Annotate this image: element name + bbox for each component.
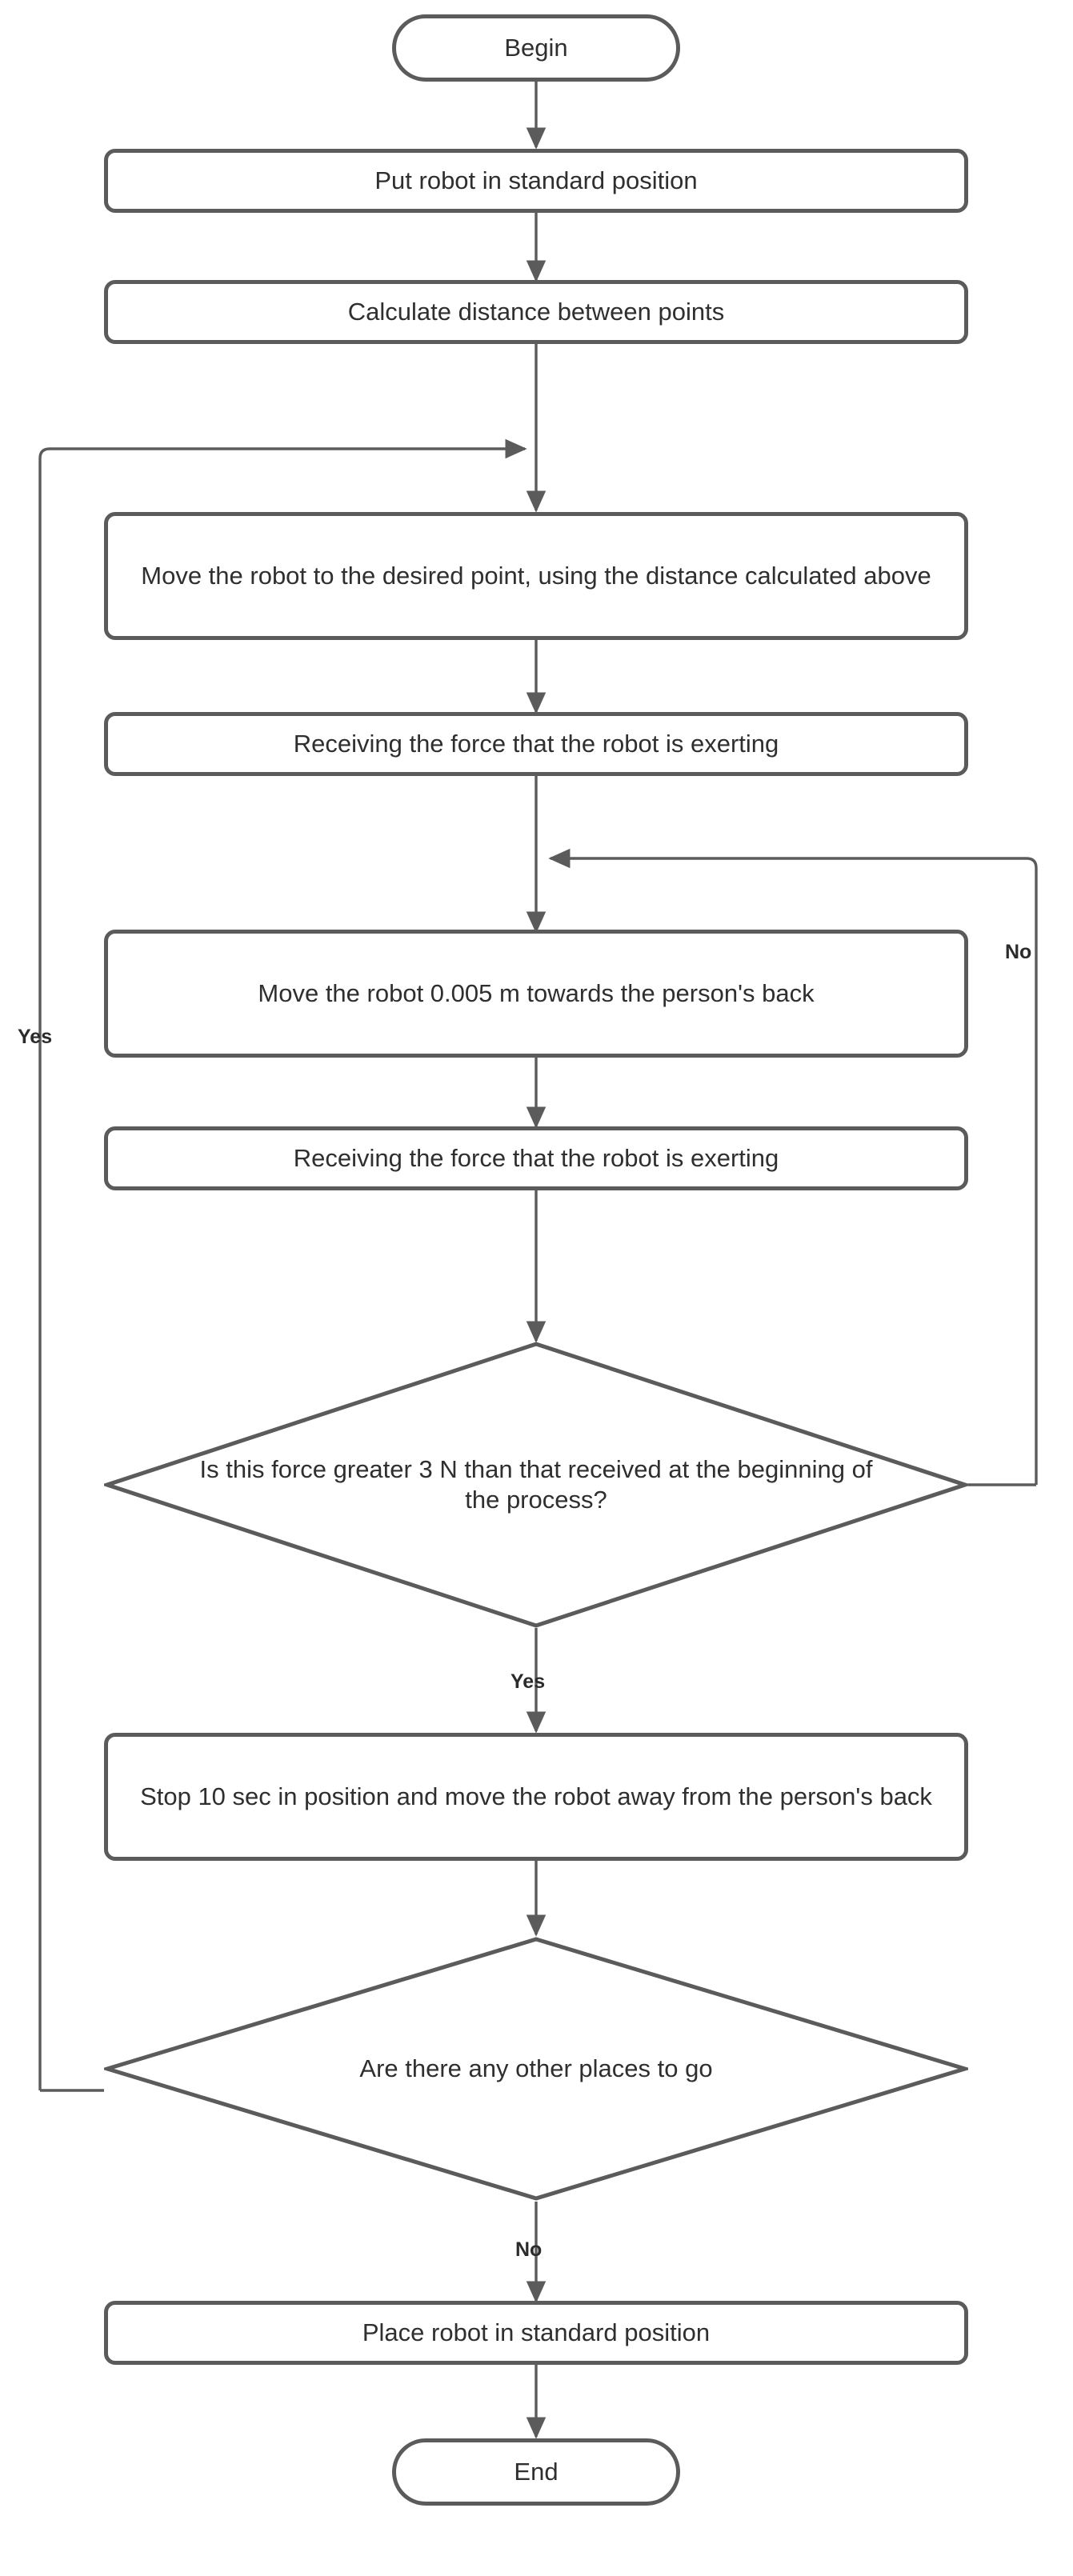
edge-yes-loopback-to-move: [38, 438, 527, 2090]
node-place-robot-standard-position-label: Place robot in standard position: [362, 2318, 711, 2347]
node-receiving-force-1-label: Receiving the force that the robot is ex…: [293, 730, 779, 758]
decision-diamond-shape: [104, 1342, 968, 1628]
node-receiving-force-2[interactable]: Receiving the force that the robot is ex…: [104, 1126, 968, 1190]
node-stop-10-sec[interactable]: Stop 10 sec in position and move the rob…: [104, 1733, 968, 1861]
edge-label-no-places: No: [515, 2238, 543, 2261]
node-move-robot-0005m-label: Move the robot 0.005 m towards the perso…: [258, 979, 815, 1008]
decision-diamond-shape-2: [104, 1937, 968, 2201]
node-put-robot-standard-position-label: Put robot in standard position: [374, 166, 698, 195]
node-put-robot-standard-position[interactable]: Put robot in standard position: [104, 149, 968, 213]
node-decision-other-places[interactable]: Are there any other places to go: [104, 1936, 968, 2202]
node-receiving-force-2-label: Receiving the force that the robot is ex…: [293, 1144, 779, 1173]
edge-label-yes-force: Yes: [510, 1670, 546, 1693]
edge-label-yes-loopback: Yes: [18, 1026, 53, 1048]
node-move-robot-desired-point[interactable]: Move the robot to the desired point, usi…: [104, 512, 968, 640]
node-begin[interactable]: Begin: [392, 14, 680, 82]
node-move-robot-0005m[interactable]: Move the robot 0.005 m towards the perso…: [104, 930, 968, 1058]
node-place-robot-standard-position[interactable]: Place robot in standard position: [104, 2301, 968, 2365]
node-receiving-force-1[interactable]: Receiving the force that the robot is ex…: [104, 712, 968, 776]
node-move-robot-desired-point-label: Move the robot to the desired point, usi…: [141, 562, 931, 590]
node-decision-force-greater-3n-label: Is this force greater 3 N than that rece…: [199, 1455, 873, 1514]
edge-label-no-force-loop: No: [1005, 941, 1032, 963]
edge-no-loop-to-movesmall: [548, 848, 1038, 1485]
node-end-label: End: [514, 2458, 559, 2486]
node-begin-label: Begin: [504, 34, 568, 62]
node-calculate-distance-label: Calculate distance between points: [347, 298, 725, 326]
node-decision-force-greater-3n[interactable]: Is this force greater 3 N than that rece…: [104, 1341, 968, 1629]
node-decision-other-places-label: Are there any other places to go: [359, 2054, 713, 2083]
node-stop-10-sec-label: Stop 10 sec in position and move the rob…: [140, 1782, 932, 1811]
node-end[interactable]: End: [392, 2438, 680, 2506]
node-calculate-distance[interactable]: Calculate distance between points: [104, 280, 968, 344]
